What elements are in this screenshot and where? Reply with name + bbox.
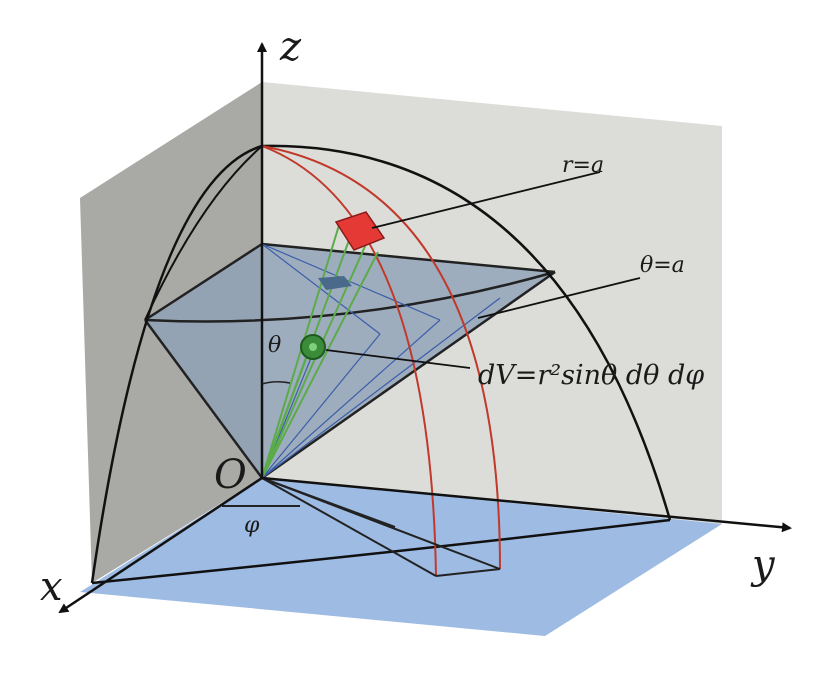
cone-surface-patch bbox=[318, 276, 352, 290]
meridian-line-2 bbox=[261, 145, 501, 570]
volume-element-highlight bbox=[309, 343, 317, 351]
cone-generator-lines bbox=[261, 243, 501, 479]
sphere-surface-patch bbox=[334, 211, 386, 251]
theta-label: θ bbox=[268, 333, 281, 358]
leader-line-dv bbox=[325, 349, 471, 369]
sphere-bottom-arc bbox=[91, 518, 671, 585]
z-axis-label: z bbox=[279, 24, 302, 70]
floor-lines bbox=[222, 477, 501, 577]
sphere-surface-label: r=a bbox=[562, 153, 604, 178]
volume-element-formula: dV=r²sinθ dθ dφ bbox=[478, 360, 704, 391]
cone-top-left bbox=[144, 242, 263, 322]
leader-line-r bbox=[371, 171, 601, 229]
theta-angle-arc bbox=[261, 380, 291, 385]
meridian-line-1 bbox=[261, 145, 437, 577]
origin-label: O bbox=[214, 452, 247, 498]
phi-label: φ bbox=[244, 513, 260, 538]
cone-rim bbox=[144, 270, 556, 323]
sphere-outer-arc bbox=[90, 144, 672, 584]
cone-edge-right bbox=[261, 270, 556, 480]
sphere-left-arc bbox=[144, 145, 263, 321]
cone-top-right bbox=[261, 242, 556, 274]
x-axis bbox=[58, 476, 263, 614]
leader-line-theta bbox=[477, 277, 641, 319]
cone-surface-label: θ=a bbox=[640, 253, 685, 278]
x-axis-label: x bbox=[40, 564, 63, 610]
cone-surface bbox=[145, 244, 555, 478]
cone-edge-left bbox=[143, 319, 264, 479]
y-axis bbox=[261, 476, 792, 533]
y-axis-label: y bbox=[750, 542, 776, 588]
